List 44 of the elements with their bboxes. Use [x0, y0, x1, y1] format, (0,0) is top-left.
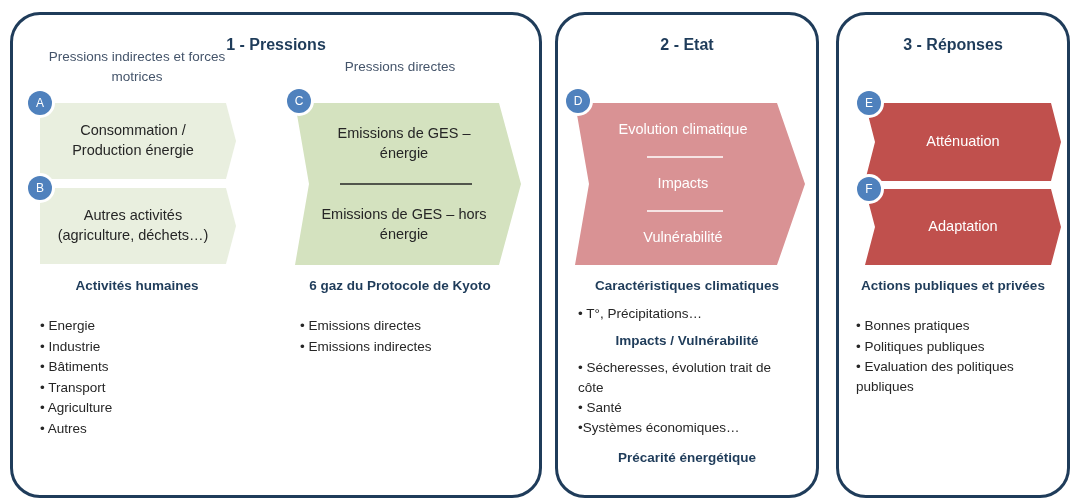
bullet-item: • Industrie [40, 337, 102, 356]
section-heading: Précarité énergétique [616, 449, 758, 467]
bullet-item: • Bâtiments [40, 358, 110, 376]
letter-badge: F [857, 177, 881, 201]
panel-title: 3 - Réponses [903, 35, 1003, 55]
section-panel [10, 12, 542, 498]
chevron-text: Evolution climatique [618, 120, 748, 140]
bullet-item: • Sécheresses, évolution trait de côte [578, 359, 773, 397]
bullet-item: • Emissions directes [300, 317, 422, 335]
letter-badge: B [28, 176, 52, 200]
panel-title: 2 - Etat [660, 35, 714, 55]
bullet-item: •Systèmes économiques… [578, 419, 741, 437]
letter-badge: A [28, 91, 52, 115]
bullet-item: • Energie [40, 317, 96, 335]
section-heading: Caractéristiques climatiques [594, 277, 780, 295]
bullet-item: • Emissions indirectes [300, 337, 433, 356]
letter-badge: C [287, 89, 311, 113]
section-heading: Activités humaines [74, 277, 200, 295]
bullet-item: • Evaluation des politiques publiques [856, 358, 1015, 396]
bullet-item: • Agriculture [40, 399, 114, 417]
bullet-item: • Santé [578, 399, 623, 417]
chevron-text: Vulnérabilité [643, 228, 723, 248]
chevron-text: Consommation / Production énergie [71, 121, 195, 160]
bullet-item: • Politiques publiques [856, 337, 986, 356]
section-panel [555, 12, 819, 498]
section-heading: 6 gaz du Protocole de Kyoto [308, 277, 492, 295]
bullet-item: • T°, Précipitations… [578, 305, 703, 323]
chevron-text: Atténuation [926, 132, 1000, 152]
chevron-text: Autres activités (agriculture, déchets…) [56, 206, 210, 245]
bullet-item: • Transport [40, 378, 107, 397]
chevron-text: Emissions de GES – énergie [336, 123, 472, 163]
section-heading: Actions publiques et privées [860, 277, 1046, 295]
chevron-text: Emissions de GES – hors énergie [320, 204, 488, 244]
chevron-text: Impacts [657, 174, 709, 194]
section-panel [836, 12, 1070, 498]
letter-badge: E [857, 91, 881, 115]
column-heading: Pressions indirectes et forces motrices [47, 48, 227, 86]
letter-badge: D [566, 89, 590, 113]
chevron-text: Adaptation [928, 217, 998, 237]
panel-title: 1 - Pressions [226, 35, 326, 55]
column-heading: Pressions directes [343, 58, 457, 76]
bullet-item: • Bonnes pratiques [856, 317, 971, 335]
bullet-item: • Autres [40, 419, 88, 438]
section-heading: Impacts / Vulnérabilité [614, 332, 760, 350]
